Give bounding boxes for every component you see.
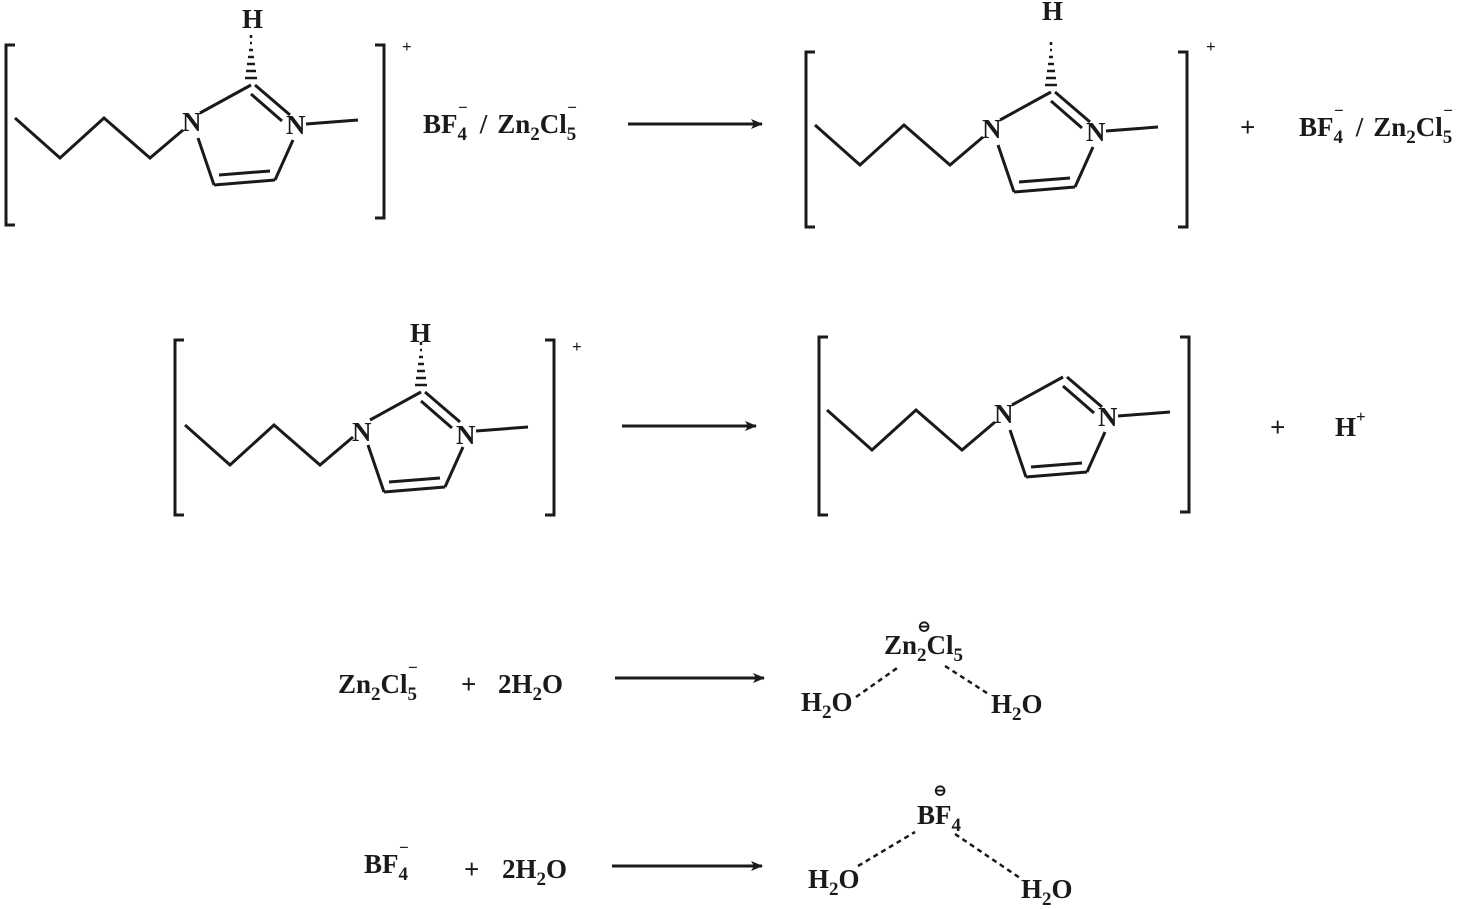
water-molecule: H2O (1021, 874, 1073, 909)
reaction-3: Zn2Cl5− + 2H2O ⊖ Zn2Cl5 H2O H2O (338, 617, 1043, 725)
left-bracket (817, 335, 828, 517)
atom-n1: N (982, 114, 1002, 144)
atom-n3: N (1086, 117, 1106, 147)
reaction-4: BF4− + 2H2O ⊖ BF4 H2O H2O (364, 781, 1073, 909)
negative-charge-circle: ⊖ (917, 617, 931, 636)
hydrogen-bond (944, 664, 991, 697)
plus-sign: + (461, 669, 476, 699)
atom-n1: N (994, 399, 1014, 429)
bf4-complex: BF4 (917, 800, 962, 836)
atom-n3: N (456, 420, 476, 450)
anion-mixture: BF4−/Zn2Cl5− (1299, 101, 1453, 148)
atom-n3: N (286, 110, 306, 140)
right-bracket (545, 338, 556, 517)
cation-charge: + (402, 37, 412, 56)
cation-charge: + (1206, 37, 1216, 56)
zn2cl5-anion: Zn2Cl5− (338, 658, 418, 705)
water-molecule: H2O (808, 864, 860, 900)
water-molecule: H2O (991, 689, 1043, 725)
plus-sign: + (1270, 412, 1285, 442)
atom-h: H (242, 4, 263, 34)
water-molecule: H2O (801, 687, 853, 723)
atom-n1: N (182, 107, 202, 137)
left-bracket (804, 50, 815, 229)
atom-n3: N (1098, 402, 1118, 432)
plus-sign: + (464, 854, 479, 884)
water-reactant: 2H2O (502, 854, 567, 890)
negative-charge-circle: ⊖ (933, 781, 947, 800)
zn2cl5-complex: Zn2Cl5 (884, 630, 963, 666)
reaction-2: H N N + N N + H+ (173, 318, 1366, 517)
bf4-anion: BF4− (364, 838, 409, 885)
right-bracket (375, 43, 386, 220)
cation-charge: + (572, 337, 582, 356)
hydrogen-bond (857, 830, 916, 868)
plus-sign: + (1240, 112, 1255, 142)
reaction-1: H N N + BF4−/Zn2Cl5− H N N + + BF4−/Zn2C… (4, 0, 1453, 229)
hydrogen-bond (954, 832, 1021, 880)
atom-h: H (410, 318, 431, 348)
water-reactant: 2H2O (498, 669, 563, 705)
atom-n1: N (352, 417, 372, 447)
proton: H+ (1335, 407, 1366, 442)
left-bracket (4, 43, 15, 227)
right-bracket (1178, 50, 1189, 229)
hydrogen-bond (855, 664, 901, 699)
left-bracket (173, 338, 184, 517)
atom-h: H (1042, 0, 1063, 26)
right-bracket (1180, 335, 1191, 514)
anion-mixture: BF4−/Zn2Cl5− (423, 98, 577, 145)
